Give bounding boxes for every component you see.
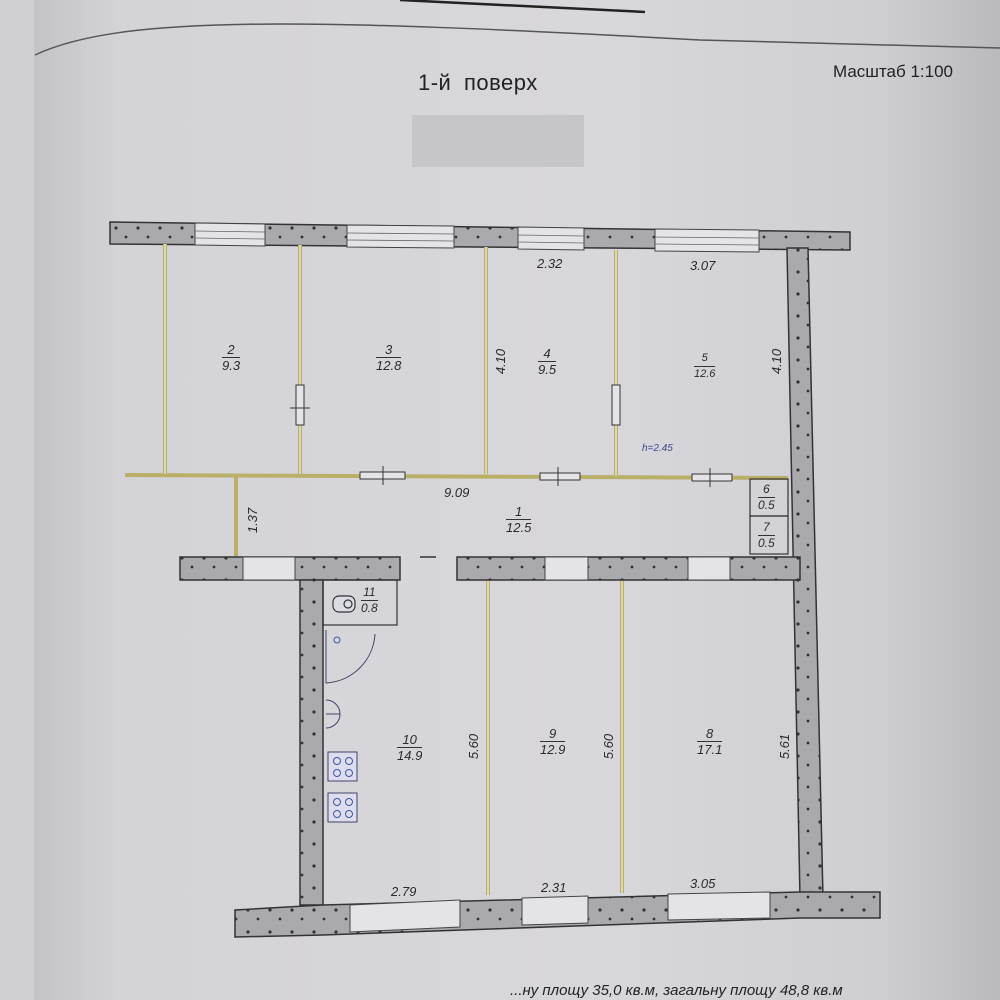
wc-room — [322, 579, 398, 626]
dim-room8-bottom-width: 3.05 — [690, 876, 716, 891]
dim-room10-bottom-width: 2.79 — [391, 884, 417, 899]
dim-room5-width: 3.07 — [690, 258, 716, 273]
scale-label: Масштаб 1:100 — [833, 62, 953, 81]
dim-room9-height: 5.60 — [601, 733, 617, 760]
dim-room4-width: 2.32 — [537, 256, 563, 271]
middle-wall — [179, 556, 801, 581]
page-edge — [0, 0, 34, 1000]
dim-corridor-width: 1.37 — [245, 507, 261, 534]
ceiling-height-note: h=2.45 — [642, 443, 673, 454]
redacted-area — [412, 115, 584, 167]
kitchen-left-wall — [299, 579, 324, 906]
dim-room10-height: 5.60 — [466, 733, 482, 760]
top-exterior-wall — [109, 221, 851, 253]
dim-room8-height: 5.61 — [777, 733, 793, 760]
dim-room9-bottom-width: 2.31 — [541, 880, 567, 895]
bottom-exterior-wall — [234, 891, 881, 938]
dim-corridor-length: 9.09 — [444, 485, 470, 500]
dim-room5-height: 4.10 — [769, 348, 785, 375]
page-title: 1-й поверх — [418, 70, 538, 95]
kitchen-fixtures — [325, 630, 376, 823]
footer-text: ...ну площу 35,0 кв.м, загальну площу 48… — [510, 982, 843, 999]
dim-room4-height: 4.10 — [493, 348, 509, 375]
